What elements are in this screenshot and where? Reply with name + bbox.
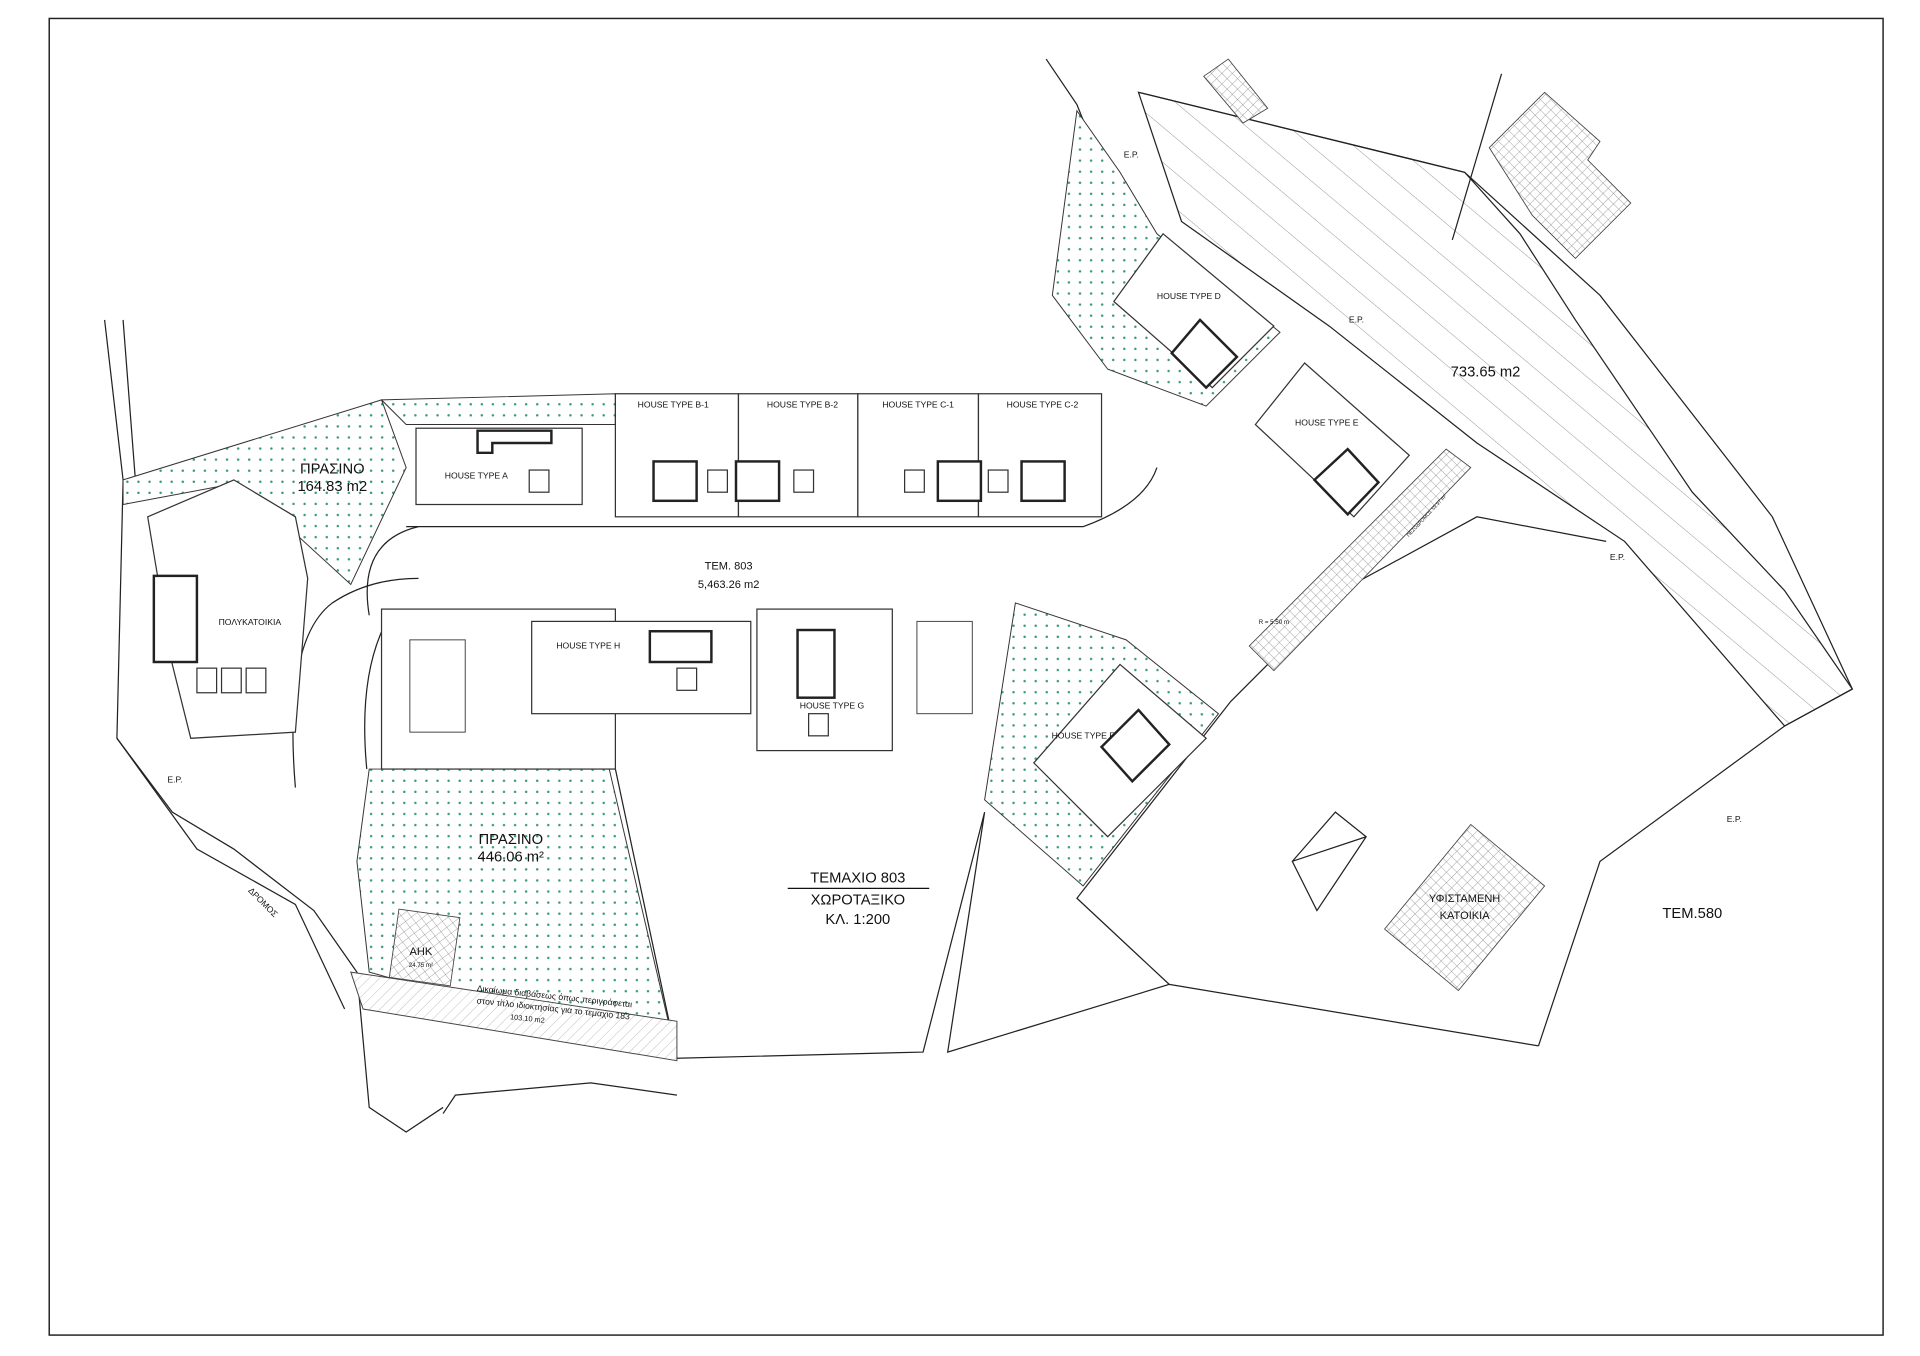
green-2-area: 446.06 m² [478,849,545,865]
svg-text:E.P.: E.P. [1349,314,1364,324]
neighbour-plot-label: ΤΕΜ.580 [1662,906,1722,922]
house-c1-label: HOUSE TYPE C-1 [882,399,954,409]
svg-text:E.P.: E.P. [1727,814,1742,824]
green-2-label: ΠΡΑΣΙΝΟ [478,832,543,848]
house-a-label: HOUSE TYPE A [445,471,508,481]
plot-boundary [104,319,444,1133]
house-a-pool [476,429,553,455]
plan-scale: ΚΛ. 1:200 [825,912,890,928]
house-type-a [415,427,583,506]
green-strip [380,393,616,426]
plot-area: 5,463.26 m2 [698,579,760,591]
parking-icon [676,667,698,691]
sidewalk [1248,448,1472,672]
internal-road-edge [366,526,419,616]
house-c2-label: HOUSE TYPE C-2 [1007,399,1079,409]
existing-house [1384,823,1546,992]
house-e-pool [1312,447,1381,517]
house-type-d [1113,232,1275,389]
road-edge [116,737,346,1010]
house-f-label: HOUSE TYPE F [1052,730,1115,740]
drawing-border [48,17,1884,1336]
apartment-block [147,479,309,739]
plot-label: ΤΕΜ. 803 [705,561,753,573]
green-1-area: 164.83 m2 [297,479,367,495]
pool-h-garden [409,639,466,733]
svg-text:E.P.: E.P. [1610,552,1625,562]
parking-icons [528,469,1009,493]
parking-icons [196,667,267,694]
house-e-label: HOUSE TYPE E [1295,418,1359,428]
neighbour-building [1488,91,1632,260]
svg-text:103.10 m2: 103.10 m2 [510,1012,546,1025]
apartment-pool [152,574,199,664]
ep-markers: E.P. E.P. E.P. E.P. E.P. [167,150,1742,824]
plan-subtitle: ΧΩΡΟΤΑΞΙΚΟ [811,892,905,908]
road-edge [442,1082,678,1114]
pool-g-garden [916,620,973,715]
apartment-block-label: ΠΟΛΥΚΑΤΟΙΚΙΑ [219,617,282,627]
substation-ahk [388,908,461,987]
house-h-label: HOUSE TYPE H [556,640,620,650]
internal-road-edge [406,467,1158,528]
svg-text:E.P.: E.P. [1124,150,1139,160]
boundary-line [1451,73,1503,241]
boundary-line [1169,983,1539,1047]
existing-house-line1: ΥΦΙΣΤΑΜΕΝΗ [1429,893,1500,905]
road-label: ΔΡΟΜΟΣ [246,886,280,920]
house-f-pool [1099,708,1171,784]
plot-boundary-east [1138,91,1854,1047]
plan-title: ΤΕΜΑΧΙΟ 803 [810,870,905,886]
existing-house-line2: ΚΑΤΟΙΚΙΑ [1440,910,1491,922]
house-d-pool [1170,318,1239,390]
hatched-area-733 [1137,91,1854,727]
house-h-pool [648,630,713,664]
house-g-pool [796,628,836,699]
road-edge [122,319,136,480]
substation-label: ΑΗΚ [410,946,433,958]
green-area-1 [122,399,407,586]
boundary-line [1291,811,1367,912]
easement-strip [350,971,678,1062]
hatched-area-label: 733.65 m2 [1451,365,1521,381]
radius-label: R = 5.50 m [1259,619,1289,626]
svg-text:E.P.: E.P. [167,775,182,785]
house-g-label: HOUSE TYPE G [800,701,865,711]
house-d-label: HOUSE TYPE D [1157,291,1221,301]
pools-row [652,460,1066,503]
lower-plot-boundary [676,516,1607,1059]
house-b1-label: HOUSE TYPE B-1 [638,399,709,409]
house-type-h [531,620,752,715]
substation-area: 24.75 m² [409,962,433,969]
house-b2-label: HOUSE TYPE B-2 [767,399,838,409]
neighbour-shed [1203,58,1269,124]
boundary-line [614,768,678,1059]
parking-icon [808,713,829,737]
green-1-label: ΠΡΑΣΙΝΟ [300,462,365,478]
